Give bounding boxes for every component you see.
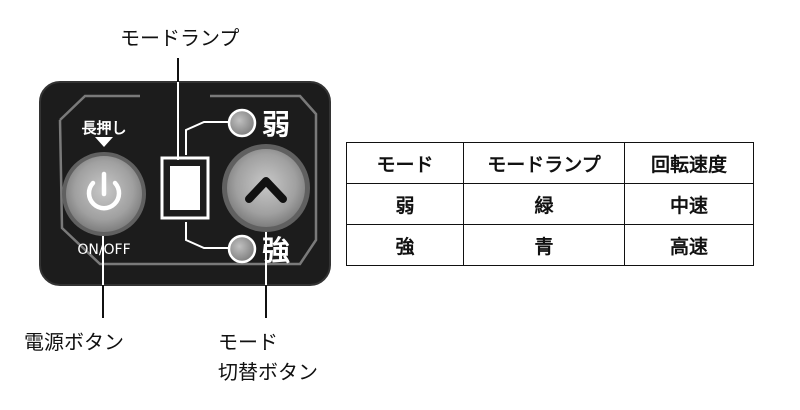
- panel-edge-line: [58, 94, 318, 266]
- long-press-text: 長押し: [81, 119, 126, 137]
- mode-switch-button[interactable]: [222, 144, 310, 232]
- strong-lamp-label: 強: [262, 234, 290, 267]
- strong-lamp-indicator: [227, 234, 257, 264]
- strong-lamp-connector: [185, 222, 228, 249]
- on-off-text: ON/OFF: [77, 242, 130, 258]
- mode-switch-label-line2: 切替ボタン: [218, 360, 318, 384]
- mode-lamp: [170, 166, 200, 210]
- table-header: モードランプ: [463, 142, 625, 184]
- table-cell: 弱: [346, 183, 464, 225]
- table-row: 強 青 高速: [346, 224, 754, 266]
- triangle-down-icon: [95, 137, 113, 147]
- power-button-label: 電源ボタン: [24, 330, 124, 354]
- table-cell: 高速: [624, 224, 754, 266]
- mode-table: モード モードランプ 回転速度 弱 緑 中速 強 青 高速: [346, 142, 754, 266]
- table-header: モード: [346, 142, 464, 184]
- table-cell: 青: [463, 224, 625, 266]
- table-cell: 中速: [624, 183, 754, 225]
- power-icon: [86, 171, 122, 211]
- weak-lamp-label: 弱: [262, 108, 290, 141]
- table-cell: 強: [346, 224, 464, 266]
- chevron-up-icon: [245, 177, 287, 203]
- mode-lamp-frame: [160, 156, 210, 220]
- mode-lamp-label: モードランプ: [120, 26, 240, 50]
- mode-switch-label-line1: モード: [218, 330, 278, 354]
- weak-lamp-indicator: [227, 108, 257, 138]
- power-button[interactable]: [62, 152, 146, 236]
- table-cell: 緑: [463, 183, 625, 225]
- weak-lamp-connector: [185, 121, 228, 155]
- table-header-row: モード モードランプ 回転速度: [346, 142, 754, 184]
- table-header: 回転速度: [624, 142, 754, 184]
- table-row: 弱 緑 中速: [346, 183, 754, 225]
